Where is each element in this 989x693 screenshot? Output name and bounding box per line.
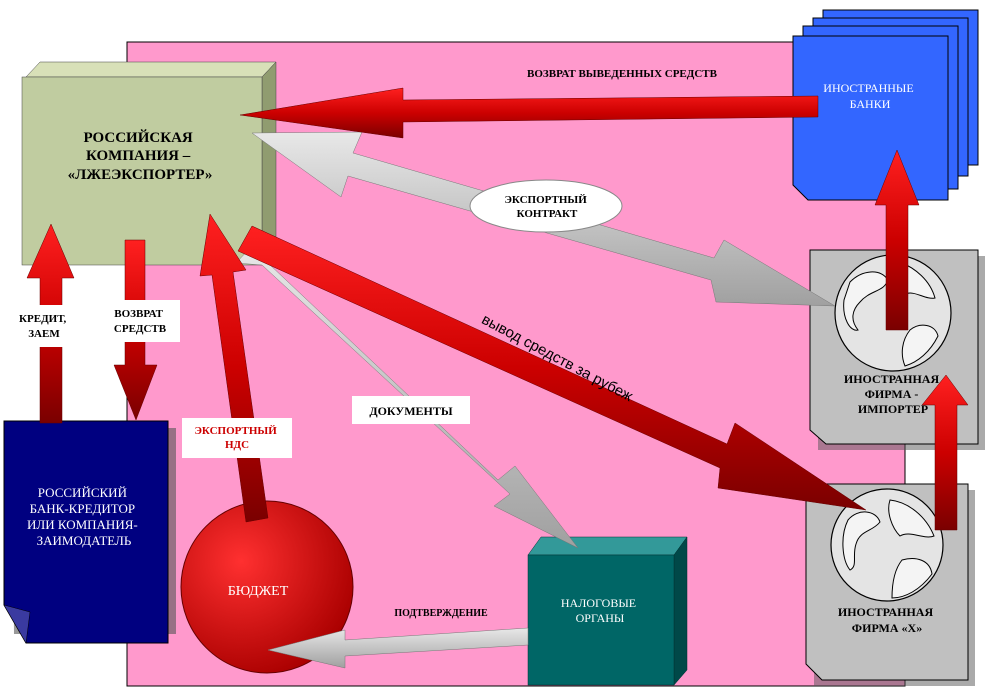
return-funds-label: ВОЗВРАТ СРЕДСТВ (114, 308, 167, 335)
credit-label-box (20, 305, 68, 347)
return-funds-label-box (100, 300, 180, 342)
creditor-bank-label: РОССИЙСКИЙ БАНК-КРЕДИТОР ИЛИ КОМПАНИЯ- З… (27, 485, 141, 548)
export-contract-label: ЭКСПОРТНЫЙ КОНТРАКТ (504, 194, 589, 220)
funds-abroad-arrow (237, 225, 867, 511)
creditor-bank-box (3, 420, 176, 644)
return-withdrawn-funds-arrow (239, 87, 819, 139)
budget-sphere (180, 500, 354, 674)
russian-company-label: РОССИЙСКАЯ КОМПАНИЯ – «ЛЖЕЭКСПОРТЕР» (68, 129, 213, 183)
return-withdrawn-funds-label: ВОЗВРАТ ВЫВЕДЕННЫХ СРЕДСТВ (527, 68, 718, 80)
importer-to-banks-arrow (874, 149, 920, 331)
documents-label-box (352, 396, 470, 424)
budget-label: БЮДЖЕТ (228, 584, 289, 599)
export-contract-ellipse (469, 179, 623, 233)
export-vat-label: ЭКСПОРТНЫЙ НДС (194, 425, 279, 451)
credit-label: КРЕДИТ, ЗАЕМ (19, 313, 69, 340)
documents-label: ДОКУМЕНТЫ (369, 404, 453, 418)
confirmation-arrow (267, 627, 529, 669)
export-vat-label-box (182, 418, 292, 458)
foreign-firm-x-label: ИНОСТРАННАЯ ФИРМА «Х» (838, 605, 936, 635)
tax-authorities-label: НАЛОГОВЫЕ ОРГАНЫ (561, 596, 639, 625)
foreign-banks-label: ИНОСТРАННЫЕ БАНКИ (823, 81, 916, 111)
tax-authorities-box (527, 536, 688, 686)
foreign-banks-stack (792, 9, 979, 201)
firm-x-to-importer-arrow (921, 374, 969, 531)
foreign-importer-label: ИНОСТРАННАЯ ФИРМА - ИМПОРТЕР (844, 372, 942, 416)
confirmation-label: ПОДТВЕРЖДЕНИЕ (394, 608, 488, 619)
foreign-firm-x-card (805, 483, 975, 686)
